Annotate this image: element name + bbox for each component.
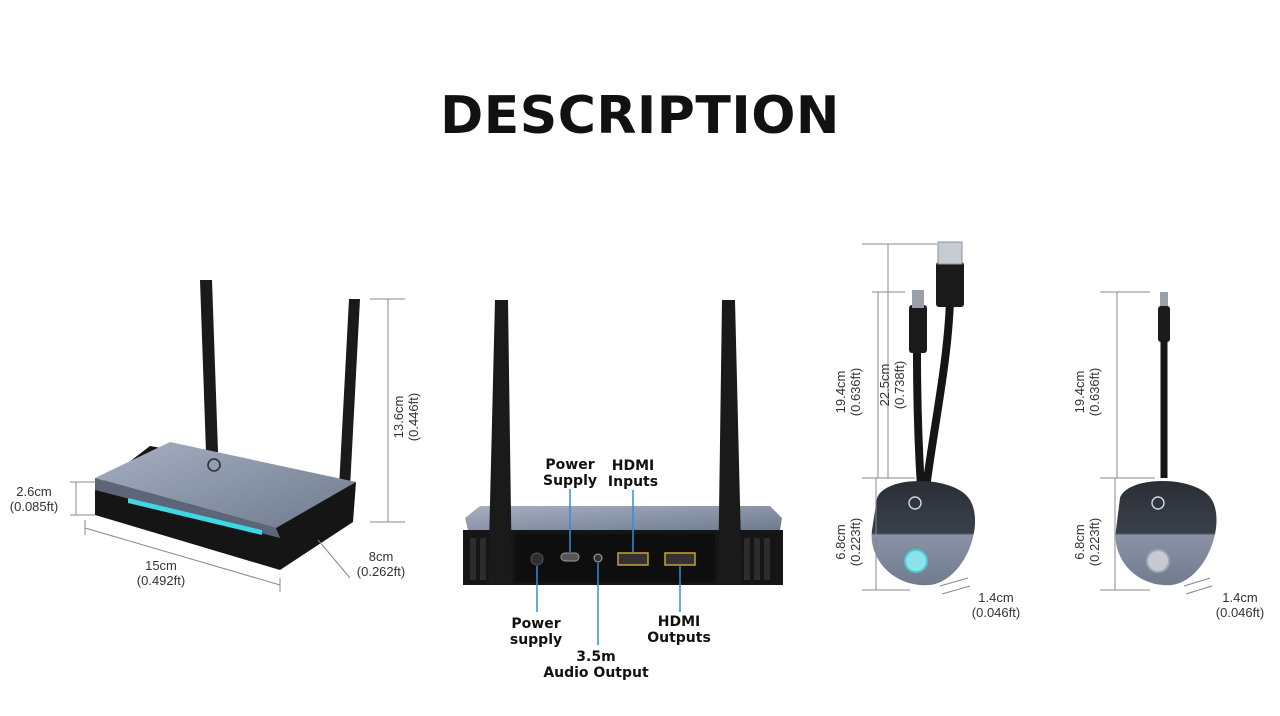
- dual-cable-total-label: 22.5cm(0.738ft): [877, 360, 907, 410]
- power-port: [530, 552, 544, 566]
- usb-c-port: [560, 552, 580, 562]
- back-antenna-left: [488, 300, 512, 585]
- transmitter-single-device: [1115, 292, 1217, 586]
- hdmi-input-port: [617, 552, 649, 566]
- receiver-thickness-label: 2.6cm(0.085ft): [9, 484, 59, 514]
- single-puck-logo-icon: [1151, 496, 1165, 510]
- dual-cable-label: 19.4cm(0.636ft): [833, 367, 863, 417]
- dual-puck-thickness-label: 1.4cm(0.046ft): [971, 590, 1021, 620]
- dual-puck-button-icon: [904, 549, 928, 573]
- receiver-height-label: 13.6cm(0.446ft): [391, 392, 421, 442]
- single-cable-label: 19.4cm(0.636ft): [1072, 367, 1102, 417]
- audio-port: [593, 553, 603, 563]
- receiver-device: [95, 280, 360, 570]
- dual-puck-height-label: 6.8cm(0.223ft): [833, 517, 863, 567]
- receiver-depth-label: 8cm(0.262ft): [356, 549, 406, 579]
- receiver-logo-icon: [207, 458, 221, 472]
- receiver-antenna-right: [339, 299, 360, 488]
- single-puck-height-label: 6.8cm(0.223ft): [1072, 517, 1102, 567]
- page-title: DESCRIPTION: [440, 86, 840, 146]
- transmitter-dual-device: [871, 241, 976, 586]
- receiver-led-strip: [128, 498, 262, 535]
- single-puck-thickness-label: 1.4cm(0.046ft): [1215, 590, 1265, 620]
- receiver-back-view: [463, 300, 783, 585]
- single-puck-button-icon: [1146, 549, 1170, 573]
- receiver-length-label: 15cm(0.492ft): [136, 558, 186, 588]
- hdmi-output-port: [664, 552, 696, 566]
- dual-puck-logo-icon: [908, 496, 922, 510]
- receiver-antenna-left: [200, 280, 218, 452]
- back-antenna-right: [718, 300, 742, 585]
